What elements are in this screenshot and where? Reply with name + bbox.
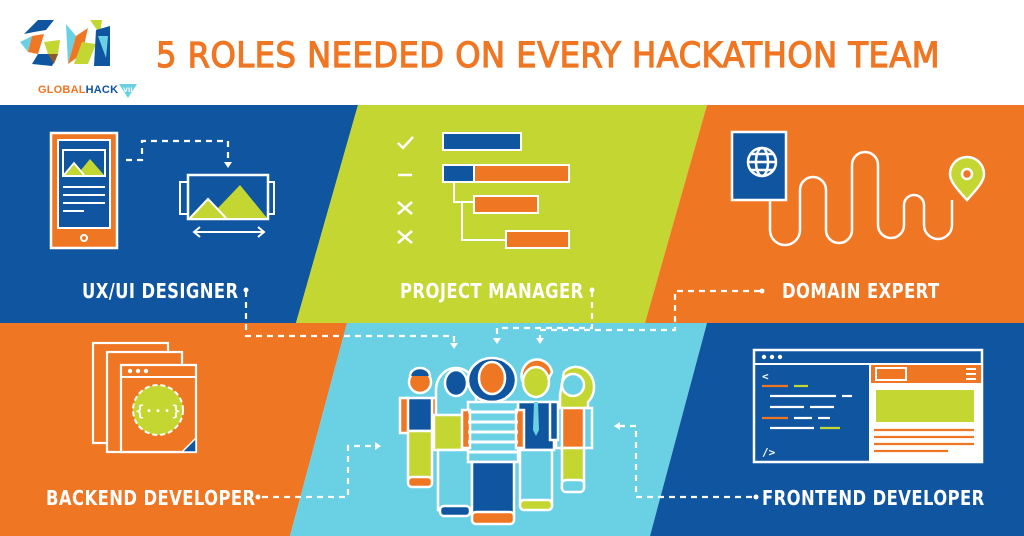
logo-wordmark: GLOBALHACK VII <box>38 82 138 98</box>
gantt-checklist-icon <box>397 132 570 249</box>
svg-text:/>: /> <box>762 446 776 459</box>
header <box>0 0 1024 105</box>
svg-text:<: < <box>762 370 769 383</box>
check-mark <box>397 136 414 150</box>
globalhack-logo: GLOBALHACK VII <box>18 14 138 98</box>
tablet-to-landscape-image-icon <box>49 131 275 250</box>
gear-icon <box>132 384 184 436</box>
passport-route-pin-icon <box>730 130 986 247</box>
role-label-domain-expert: DOMAIN EXPERT <box>782 279 940 303</box>
svg-text:{···}: {···} <box>135 402 180 420</box>
svg-text:VII: VII <box>124 87 134 94</box>
edition-badge-icon: VII <box>119 84 138 98</box>
role-label-ux-ui-designer: UX/UI DESIGNER <box>82 279 239 303</box>
page-title: 5 ROLES NEEDED ON EVERY HACKATHON TEAM <box>155 35 941 76</box>
gh-monogram-icon <box>20 20 110 66</box>
role-label-backend-developer: BACKEND DEVELOPER <box>46 486 256 510</box>
globe-icon <box>746 146 778 178</box>
dashed-connectors <box>126 139 760 499</box>
team-of-five-people-icon <box>398 356 596 526</box>
browser-code-preview-icon: < /> <box>752 348 984 464</box>
documents-gear-code-icon: {···} <box>91 341 198 454</box>
role-label-project-manager: PROJECT MANAGER <box>400 279 584 303</box>
role-label-frontend-developer: FRONTEND DEVELOPER <box>762 486 985 510</box>
